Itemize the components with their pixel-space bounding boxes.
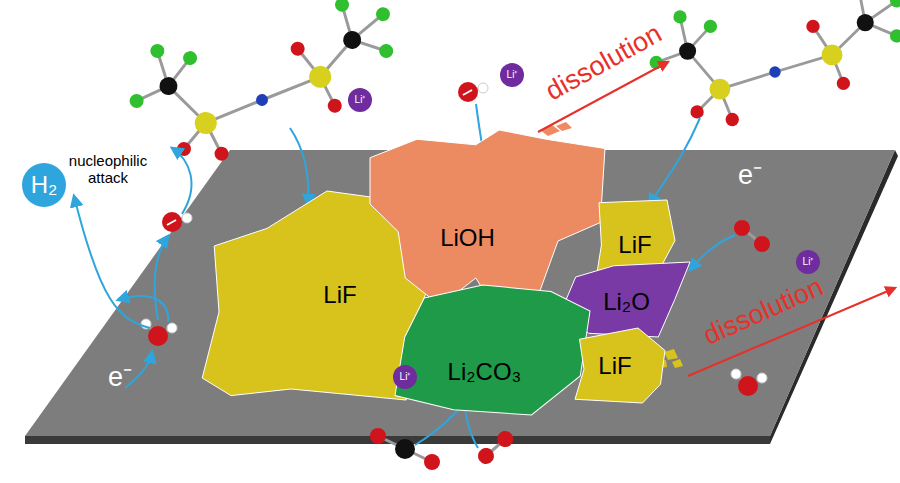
annotation: nucleophilic attack [58,152,158,187]
ion-label: Li⁺ [400,372,411,382]
ion-label: Li⁺ [507,70,518,80]
process-label: dissolution [540,18,667,107]
ion-circle: Li⁺ [348,88,372,112]
hydroxide [162,212,192,232]
shape [395,285,590,415]
compound-label: Li₂CO₃ [448,360,522,384]
compound-label: LiF [598,354,631,378]
sei-component: LiF [575,328,665,403]
process-label: dissolution [699,271,828,351]
tfsi-anion [650,0,900,126]
electron-label: e⁻ [108,362,132,393]
ion-label: Li⁺ [803,257,814,267]
ion-circle: Li⁺ [500,63,524,87]
oxygen [477,427,515,468]
reaction-arrows [90,104,735,448]
ion-label: Li⁺ [355,95,366,105]
ion-label: H₂ [31,173,58,197]
water [141,319,177,346]
compound-label: LiOH [440,226,495,250]
fragment [672,359,683,368]
fragment [664,349,678,360]
compound-label: LiF [618,233,651,257]
ion-circle: Li⁺ [393,365,417,389]
water [731,369,767,396]
ion-circle: H₂ [22,163,66,207]
compound-label: Li₂O [603,290,650,314]
fragment [556,122,572,131]
electron-label: e⁻ [738,160,762,191]
compound-label: LiF [323,283,356,307]
sei-component: Li₂CO₃ [395,285,590,415]
h2-arrow [74,196,150,328]
ion-circle: Li⁺ [796,250,820,274]
oxygen [734,220,770,252]
hydroxide [458,82,488,102]
tfsi-anion [122,0,401,168]
